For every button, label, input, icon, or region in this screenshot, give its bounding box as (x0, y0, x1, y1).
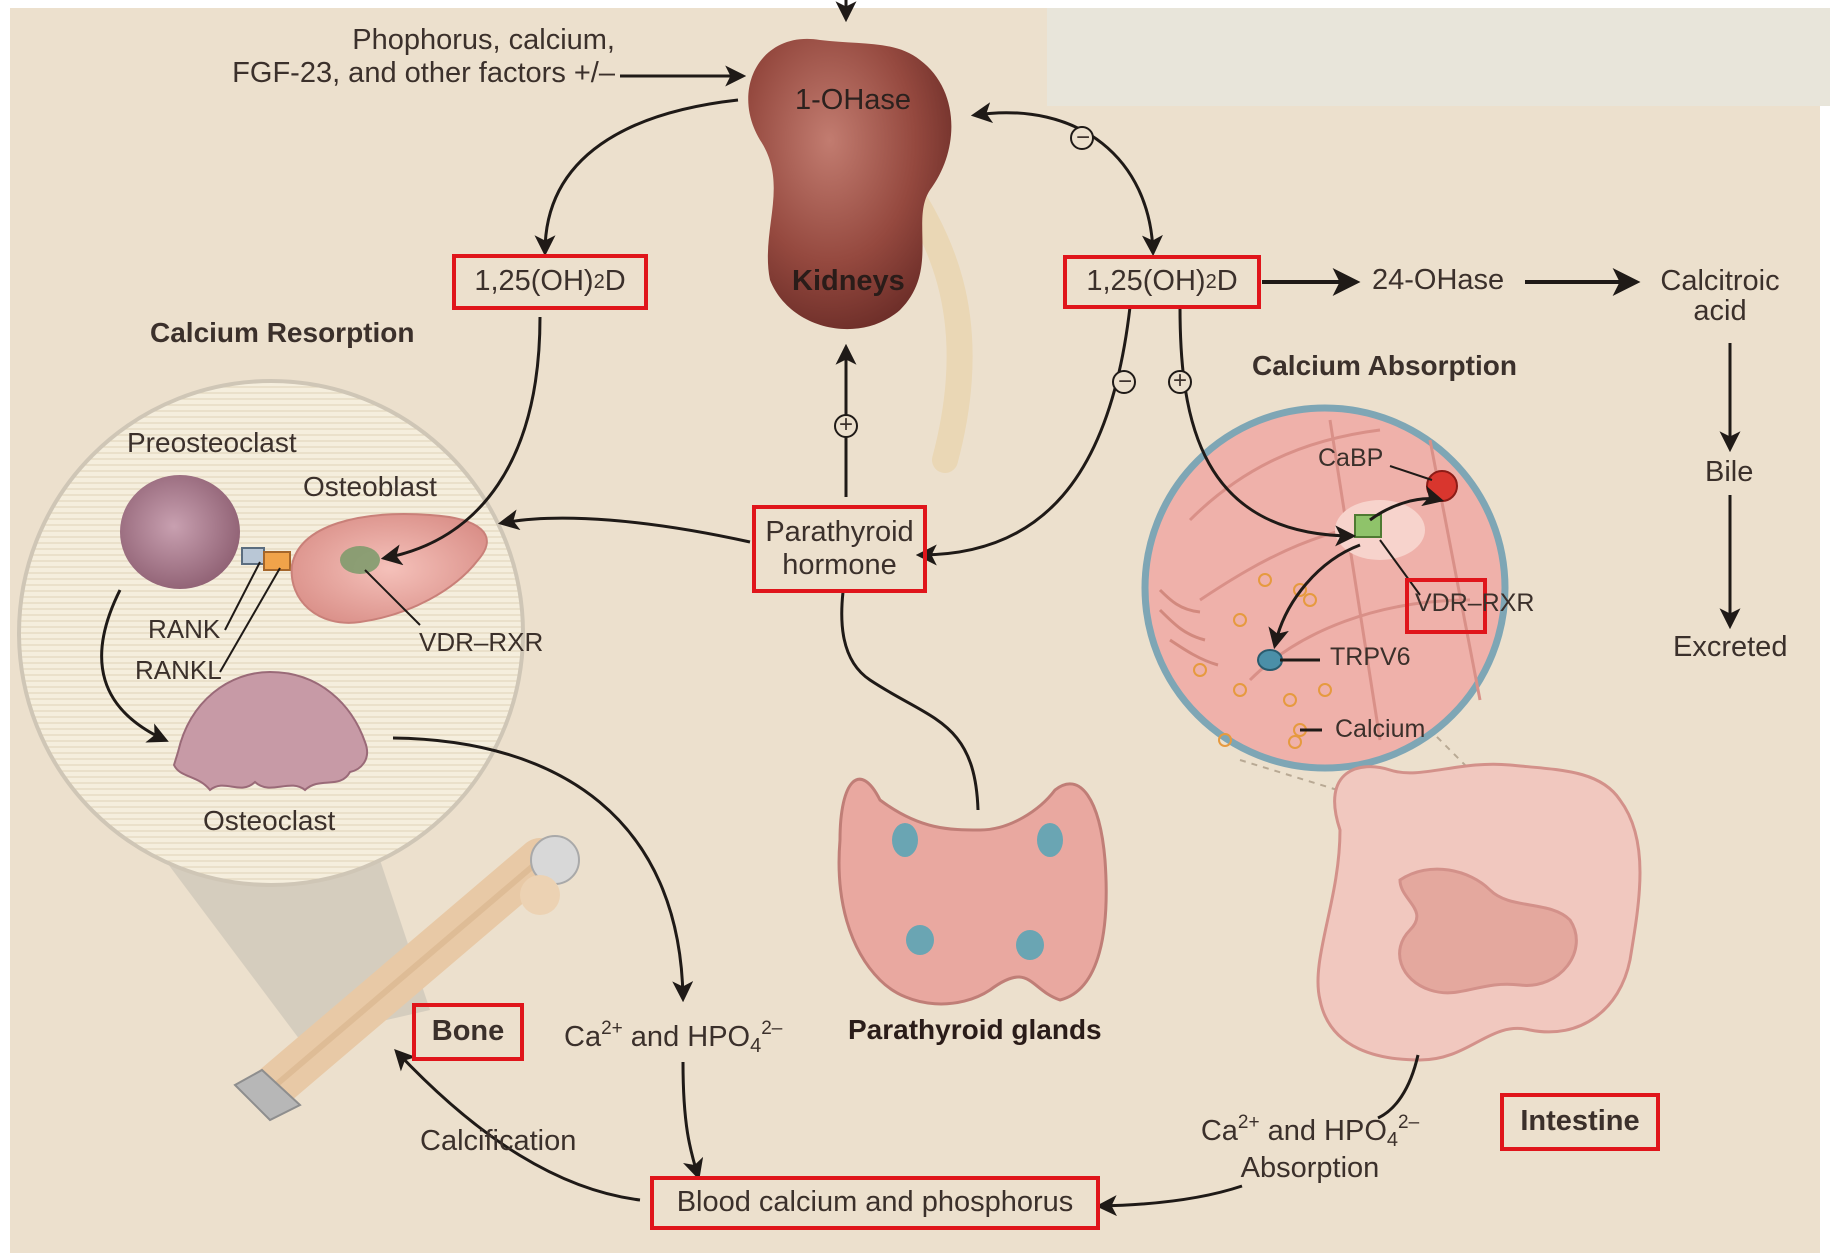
absorption-label: Absorption (1241, 1152, 1380, 1184)
ion-and-hpo: and HPO (623, 1021, 750, 1053)
bone-box: Bone (412, 1003, 524, 1061)
intestine-box: Intestine (1500, 1093, 1660, 1151)
preosteoclast-label: Preosteoclast (127, 427, 297, 459)
sign-minus-kidney-glyph: − (1076, 124, 1090, 152)
parathyroid-hormone-box: Parathyroid hormone (752, 505, 927, 593)
ion-hpo-charge: 2– (1398, 1112, 1419, 1133)
ion-hpo-sub: 4 (750, 1035, 761, 1057)
rankl-label: RANKL (135, 656, 222, 686)
ion-flux-absorption-label: Ca2+ and HPO42– Absorption (1190, 1112, 1430, 1185)
calcification-label: Calcification (420, 1125, 576, 1158)
background-corner-patch (1047, 8, 1830, 106)
ion-ca: Ca (564, 1021, 601, 1053)
rank-connector (242, 548, 264, 564)
cabp-protein (1427, 471, 1457, 501)
calcitriol-prefix: 1,25(OH) (474, 265, 593, 298)
ion-flux-resorption-label: Ca2+ and HPO42– (564, 1018, 782, 1058)
calcium-absorption-title: Calcium Absorption (1252, 350, 1517, 382)
rank-label: RANK (148, 615, 220, 645)
trpv6-channel (1258, 650, 1282, 670)
excreted-label: Excreted (1673, 631, 1787, 664)
intestine-label: Intestine (1520, 1105, 1639, 1138)
sign-plus-absorption-glyph: + (1173, 367, 1187, 395)
calcium-resorption-title: Calcium Resorption (150, 317, 414, 349)
kidney-label: Kidneys (792, 265, 905, 298)
parathyroid-hormone-label: Parathyroid hormone (765, 516, 913, 583)
calcitroic-acid-label: Calcitroic acid (1648, 266, 1792, 327)
osteoclast-label: Osteoclast (203, 805, 335, 837)
vdr-rxr-osteoblast-label: VDR–RXR (419, 628, 543, 658)
calcitriol-suffix: D (1217, 265, 1238, 298)
osteoblast-label: Osteoblast (303, 471, 437, 503)
ion-ca: Ca (1201, 1115, 1238, 1147)
sign-plus-kidney-glyph: + (839, 411, 853, 439)
bile-label: Bile (1705, 456, 1753, 489)
calcitriol-suffix: D (605, 265, 626, 298)
bone-label: Bone (432, 1015, 505, 1048)
calcitriol-prefix: 1,25(OH) (1086, 265, 1205, 298)
ion-hpo-sub: 4 (1387, 1129, 1398, 1151)
sign-minus-pth-glyph: − (1118, 368, 1132, 396)
ion-and-hpo: and HPO (1260, 1115, 1387, 1147)
blood-box: Blood calcium and phosphorus (650, 1176, 1100, 1230)
osteoblast-nucleus (340, 546, 380, 574)
rankl-connector (264, 552, 290, 570)
24-ohase-label: 24-OHase (1372, 264, 1504, 297)
ion-ca-charge: 2+ (601, 1018, 623, 1039)
factors-label: Phophorus, calcium, FGF-23, and other fa… (195, 24, 615, 91)
kidney-enzyme-label: 1-OHase (795, 84, 911, 117)
calcium-label: Calcium (1335, 715, 1425, 744)
calcitriol-sub: 2 (1206, 271, 1217, 294)
parathyroid-glands-label: Parathyroid glands (848, 1014, 1102, 1046)
blood-label: Blood calcium and phosphorus (677, 1186, 1074, 1219)
ion-hpo-charge: 2– (761, 1018, 782, 1039)
vdr-rxr-complex (1355, 515, 1381, 537)
trpv6-label: TRPV6 (1330, 643, 1411, 672)
intestine-illustration (1318, 764, 1640, 1060)
cabp-label: CaBP (1318, 444, 1383, 473)
ion-ca-charge: 2+ (1238, 1112, 1260, 1133)
calcitriol-sub: 2 (594, 271, 605, 294)
preosteoclast-cell (120, 475, 240, 589)
vdr-rxr-absorption-label: VDR–RXR (1415, 589, 1534, 618)
